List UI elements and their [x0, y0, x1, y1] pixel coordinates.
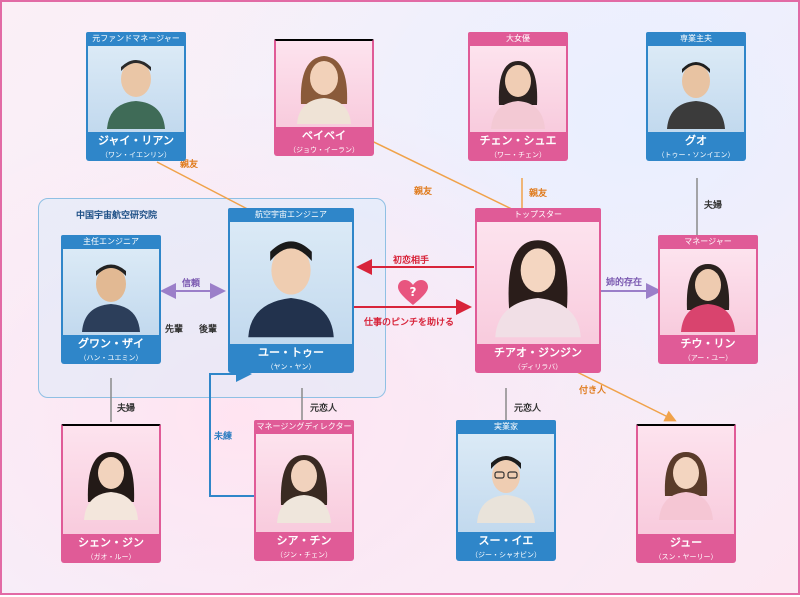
label-ex-chao-su: 元恋人: [514, 404, 542, 414]
character-card-shen[interactable]: シェン・ジン （ガオ・ルー）: [61, 424, 161, 563]
actor-name: （トゥー・ソンイエン）: [646, 150, 746, 161]
label-attendant: 付き人: [579, 386, 607, 396]
character-card-su[interactable]: 実業家 スー・イエ （ジー・シャオビン）: [456, 420, 556, 561]
actor-name: （スン・ヤーリー）: [636, 552, 736, 563]
character-name: シア・チン: [254, 532, 354, 550]
character-portrait: [228, 222, 354, 344]
character-portrait: [86, 46, 186, 132]
character-name: ユー・トゥー: [228, 344, 354, 362]
role-badge: 元ファンドマネージャー: [86, 32, 186, 46]
actor-name: （ハン・ユエミン）: [61, 353, 161, 364]
character-card-guo[interactable]: 専業主夫 グオ （トゥー・ソンイエン）: [646, 32, 746, 161]
role-badge: トップスター: [475, 208, 601, 222]
role-badge: マネージングディレクター: [254, 420, 354, 434]
character-portrait: [274, 39, 374, 127]
character-card-jai[interactable]: 元ファンドマネージャー ジャイ・リアン （ワン・イエンリン）: [86, 32, 186, 161]
line-unrequited: [209, 366, 254, 497]
character-name: ジュー: [636, 534, 736, 552]
character-card-guan[interactable]: 主任エンジニア グワン・ザイ （ハン・ユエミン）: [61, 235, 161, 364]
role-badge: 大女優: [468, 32, 568, 46]
label-sister: 姉的存在: [606, 278, 643, 288]
character-name: グワン・ザイ: [61, 335, 161, 353]
label-ex-yu-shia: 元恋人: [310, 404, 338, 414]
role-badge: 専業主夫: [646, 32, 746, 46]
heart-question-icon: ?: [398, 280, 428, 305]
character-name: ジャイ・リアン: [86, 132, 186, 150]
character-name: スー・イエ: [456, 532, 556, 550]
line-attendant: [576, 371, 677, 422]
character-card-beibei[interactable]: ベイベイ （ジョウ・イーラン）: [274, 39, 374, 156]
label-senior: 先輩: [165, 325, 184, 335]
label-couple-guo-chou: 夫婦: [704, 201, 723, 211]
role-badge: マネージャー: [658, 235, 758, 249]
character-portrait: [646, 46, 746, 132]
role-badge: 主任エンジニア: [61, 235, 161, 249]
character-name: チアオ・ジンジン: [475, 344, 601, 362]
line-beibei-chao: [346, 128, 523, 215]
actor-name: （ガオ・ルー）: [61, 552, 161, 563]
character-name: チェン・シュエ: [468, 132, 568, 150]
character-name: チウ・リン: [658, 335, 758, 353]
character-portrait: [456, 434, 556, 532]
role-badge: 航空宇宙エンジニア: [228, 208, 354, 222]
institute-group-label: 中国宇宙航空研究院: [76, 211, 158, 221]
actor-name: （ジン・チェン）: [254, 550, 354, 561]
character-portrait: [468, 46, 568, 132]
label-unrequited: 未練: [214, 432, 233, 442]
label-couple-guan-shen: 夫婦: [117, 404, 136, 414]
actor-name: （ワン・イエンリン）: [86, 150, 186, 161]
character-name: ベイベイ: [274, 127, 374, 145]
character-card-chen[interactable]: 大女優 チェン・シュエ （ワー・チェン）: [468, 32, 568, 161]
character-card-chou[interactable]: マネージャー チウ・リン （アー・ユー）: [658, 235, 758, 364]
character-portrait: [61, 424, 161, 534]
line-jai-yu: [156, 161, 258, 215]
label-first-love: 初恋相手: [393, 256, 430, 266]
character-name: シェン・ジン: [61, 534, 161, 552]
actor-name: （ヤン・ヤン）: [228, 362, 354, 373]
role-badge: 実業家: [456, 420, 556, 434]
character-portrait: [636, 424, 736, 534]
character-portrait: [475, 222, 601, 344]
actor-name: （ジョウ・イーラン）: [274, 145, 374, 156]
label-trust: 信頼: [182, 279, 201, 289]
label-friend-jai-yu: 親友: [180, 160, 199, 170]
actor-name: （ディリラバ）: [475, 362, 601, 373]
label-friend-beibei-chao: 親友: [414, 187, 433, 197]
label-junior: 後輩: [199, 325, 218, 335]
character-card-yu[interactable]: 航空宇宙エンジニア ユー・トゥー （ヤン・ヤン）: [228, 208, 354, 373]
character-portrait: [658, 249, 758, 335]
character-card-shia[interactable]: マネージングディレクター シア・チン （ジン・チェン）: [254, 420, 354, 561]
character-portrait: [254, 434, 354, 532]
character-portrait: [61, 249, 161, 335]
actor-name: （アー・ユー）: [658, 353, 758, 364]
character-card-jue[interactable]: ジュー （スン・ヤーリー）: [636, 424, 736, 563]
character-card-chao[interactable]: トップスター チアオ・ジンジン （ディリラバ）: [475, 208, 601, 373]
actor-name: （ワー・チェン）: [468, 150, 568, 161]
svg-text:?: ?: [410, 285, 417, 299]
label-rescue: 仕事のピンチを助ける: [364, 318, 455, 328]
label-friend-chen-chao: 親友: [529, 189, 548, 199]
actor-name: （ジー・シャオビン）: [456, 550, 556, 561]
character-name: グオ: [646, 132, 746, 150]
